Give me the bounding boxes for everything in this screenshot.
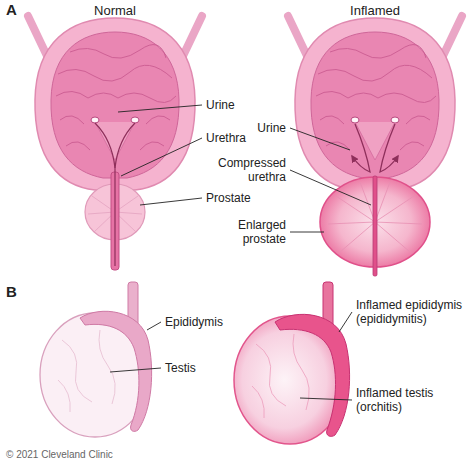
testis-vessels bbox=[58, 330, 115, 412]
enlarged-prostate bbox=[320, 124, 430, 276]
panel-title: Inflamed bbox=[350, 3, 400, 18]
part-label: Enlarged prostate bbox=[224, 218, 286, 246]
urine-arrow bbox=[380, 124, 398, 172]
inflamed-testis bbox=[234, 282, 350, 444]
part-label: Testis bbox=[165, 361, 196, 375]
panel-letter: A bbox=[6, 1, 17, 19]
panel-letter: B bbox=[6, 283, 17, 301]
leader-line bbox=[110, 368, 161, 372]
leader-line bbox=[290, 232, 324, 233]
part-label: Epididymis bbox=[165, 315, 223, 329]
leader-line bbox=[290, 170, 371, 205]
urine-arrow bbox=[352, 124, 370, 172]
bladder-lumen bbox=[51, 32, 179, 178]
ureter bbox=[288, 16, 308, 58]
testis-vessels bbox=[252, 334, 309, 418]
inflamed-bladder bbox=[288, 16, 462, 190]
leader-line bbox=[300, 398, 352, 400]
epididymis-shape bbox=[275, 314, 350, 436]
part-label: Inflamed epididymis (epididymitis) bbox=[356, 298, 470, 326]
normal-testis bbox=[40, 282, 152, 437]
trigone bbox=[95, 122, 135, 160]
ureteral-orifice bbox=[391, 117, 399, 123]
ureteral-orifice bbox=[131, 117, 139, 123]
part-label: Urine bbox=[206, 98, 235, 112]
ureter bbox=[28, 16, 48, 58]
panel-title: Normal bbox=[94, 3, 136, 18]
normal-bladder bbox=[28, 16, 202, 190]
bladder-wall bbox=[35, 18, 195, 190]
part-label: Inflamed testis (orchitis) bbox=[356, 386, 470, 414]
ureter bbox=[182, 16, 202, 58]
ureteral-orifice bbox=[351, 117, 359, 123]
leader-lines bbox=[110, 105, 371, 400]
copyright-credit: © 2021 Cleveland Clinic bbox=[6, 449, 113, 461]
urine-stream bbox=[115, 123, 135, 168]
bladder-lumen bbox=[311, 32, 439, 178]
normal-prostate bbox=[85, 123, 145, 270]
leader-line bbox=[147, 322, 161, 330]
bladder-wall bbox=[295, 18, 455, 190]
ureteral-orifice bbox=[91, 117, 99, 123]
leader-line bbox=[339, 312, 352, 332]
part-label: Urine bbox=[257, 121, 286, 135]
part-label: Prostate bbox=[206, 191, 251, 205]
part-label: Compressed urethra bbox=[212, 156, 286, 184]
leader-line bbox=[290, 128, 350, 150]
leader-line bbox=[140, 198, 202, 205]
compressed-urethra bbox=[373, 176, 377, 276]
urine-stream bbox=[95, 123, 115, 266]
part-label: Urethra bbox=[206, 131, 246, 145]
leader-line bbox=[118, 105, 202, 112]
ureter bbox=[442, 16, 462, 58]
leader-line bbox=[121, 138, 202, 176]
